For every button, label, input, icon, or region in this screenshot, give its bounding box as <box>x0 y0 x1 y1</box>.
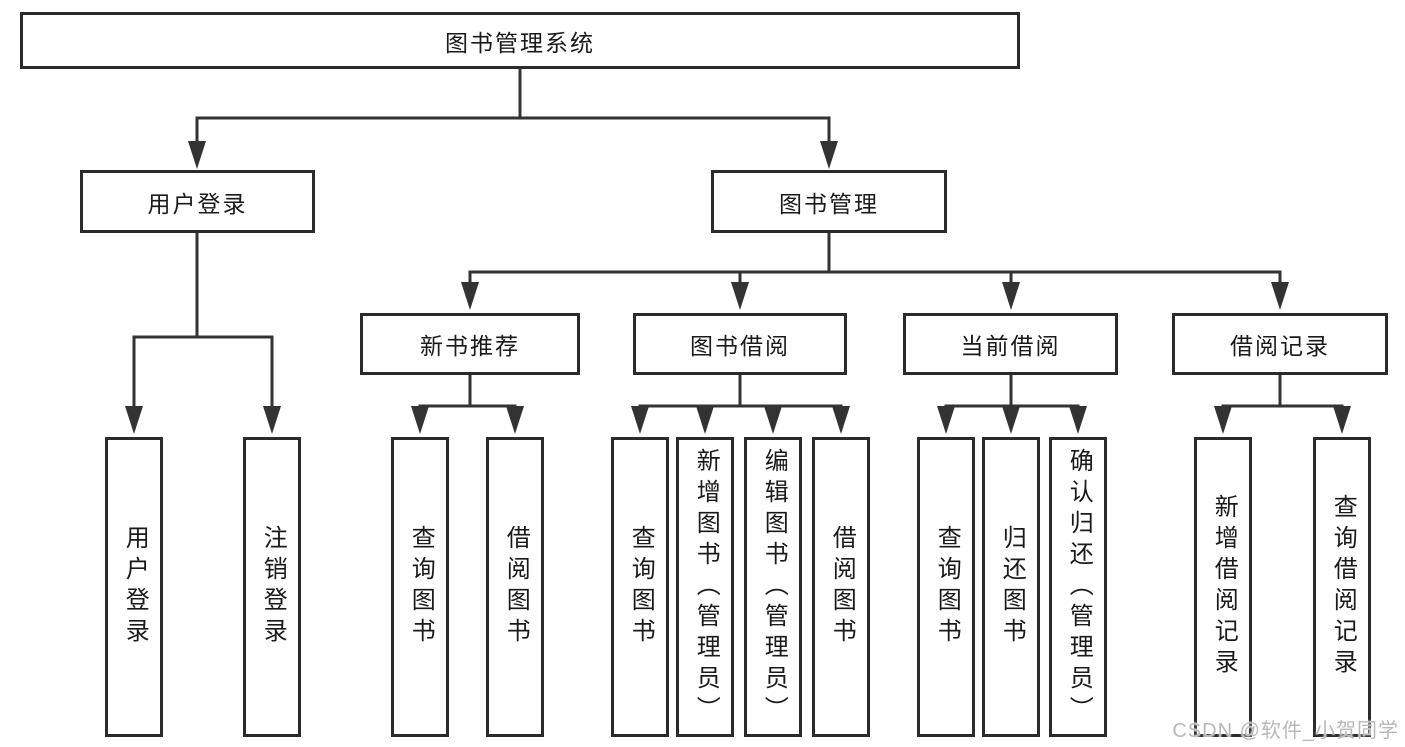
node-label: 查询图书 <box>627 525 655 649</box>
node-label: 注销登录 <box>259 525 287 649</box>
leaf-query-books-borrowing: 查询图书 <box>611 437 669 737</box>
arrowheads <box>125 141 1351 434</box>
node-label: 新书推荐 <box>420 333 520 359</box>
node-label: 借阅记录 <box>1230 333 1330 359</box>
leaf-add-borrow-record: 新增借阅记录 <box>1194 437 1252 737</box>
node-label: 借阅图书 <box>828 525 856 649</box>
leaf-return-book: 归还图书 <box>982 437 1040 737</box>
leaf-user-login: 用户登录 <box>105 437 163 737</box>
leaf-add-book-admin: 新增图书（管理员） <box>676 437 734 737</box>
leaf-edit-book-admin: 编辑图书（管理员） <box>744 437 802 737</box>
leaf-query-books-recommend: 查询图书 <box>391 437 449 737</box>
node-label: 查询图书 <box>933 525 961 649</box>
node-label: 新增图书（管理员） <box>692 447 720 727</box>
leaf-logout: 注销登录 <box>243 437 301 737</box>
node-system-root: 图书管理系统 <box>20 12 1020 69</box>
node-new-book-recommend: 新书推荐 <box>360 313 580 375</box>
node-label: 确认归还（管理员） <box>1065 447 1093 727</box>
node-book-borrowing: 图书借阅 <box>633 313 847 375</box>
node-label: 用户登录 <box>121 525 149 649</box>
node-label: 图书管理系统 <box>445 29 595 56</box>
csdn-watermark: CSDN @软件_小贺同学 <box>1172 720 1399 742</box>
node-label: 当前借阅 <box>960 333 1061 359</box>
node-current-borrowing: 当前借阅 <box>903 313 1118 375</box>
node-label: 新增借阅记录 <box>1210 494 1238 680</box>
node-label: 归还图书 <box>998 525 1026 649</box>
node-label: 图书借阅 <box>690 333 790 359</box>
node-label: 查询图书 <box>407 525 435 649</box>
node-label: 查询借阅记录 <box>1329 494 1357 680</box>
node-borrowing-records: 借阅记录 <box>1172 313 1388 375</box>
node-user-login: 用户登录 <box>80 170 315 233</box>
leaf-query-books-current: 查询图书 <box>917 437 975 737</box>
leaf-borrow-books-borrowing: 借阅图书 <box>812 437 870 737</box>
leaf-query-borrow-record: 查询借阅记录 <box>1313 437 1371 737</box>
node-book-management: 图书管理 <box>711 170 947 233</box>
node-label: 编辑图书（管理员） <box>760 447 788 727</box>
leaf-confirm-return-admin: 确认归还（管理员） <box>1049 437 1107 737</box>
leaf-borrow-books-recommend: 借阅图书 <box>486 437 544 737</box>
node-label: 图书管理 <box>779 190 879 217</box>
node-label: 用户登录 <box>147 190 248 217</box>
node-label: 借阅图书 <box>502 525 530 649</box>
